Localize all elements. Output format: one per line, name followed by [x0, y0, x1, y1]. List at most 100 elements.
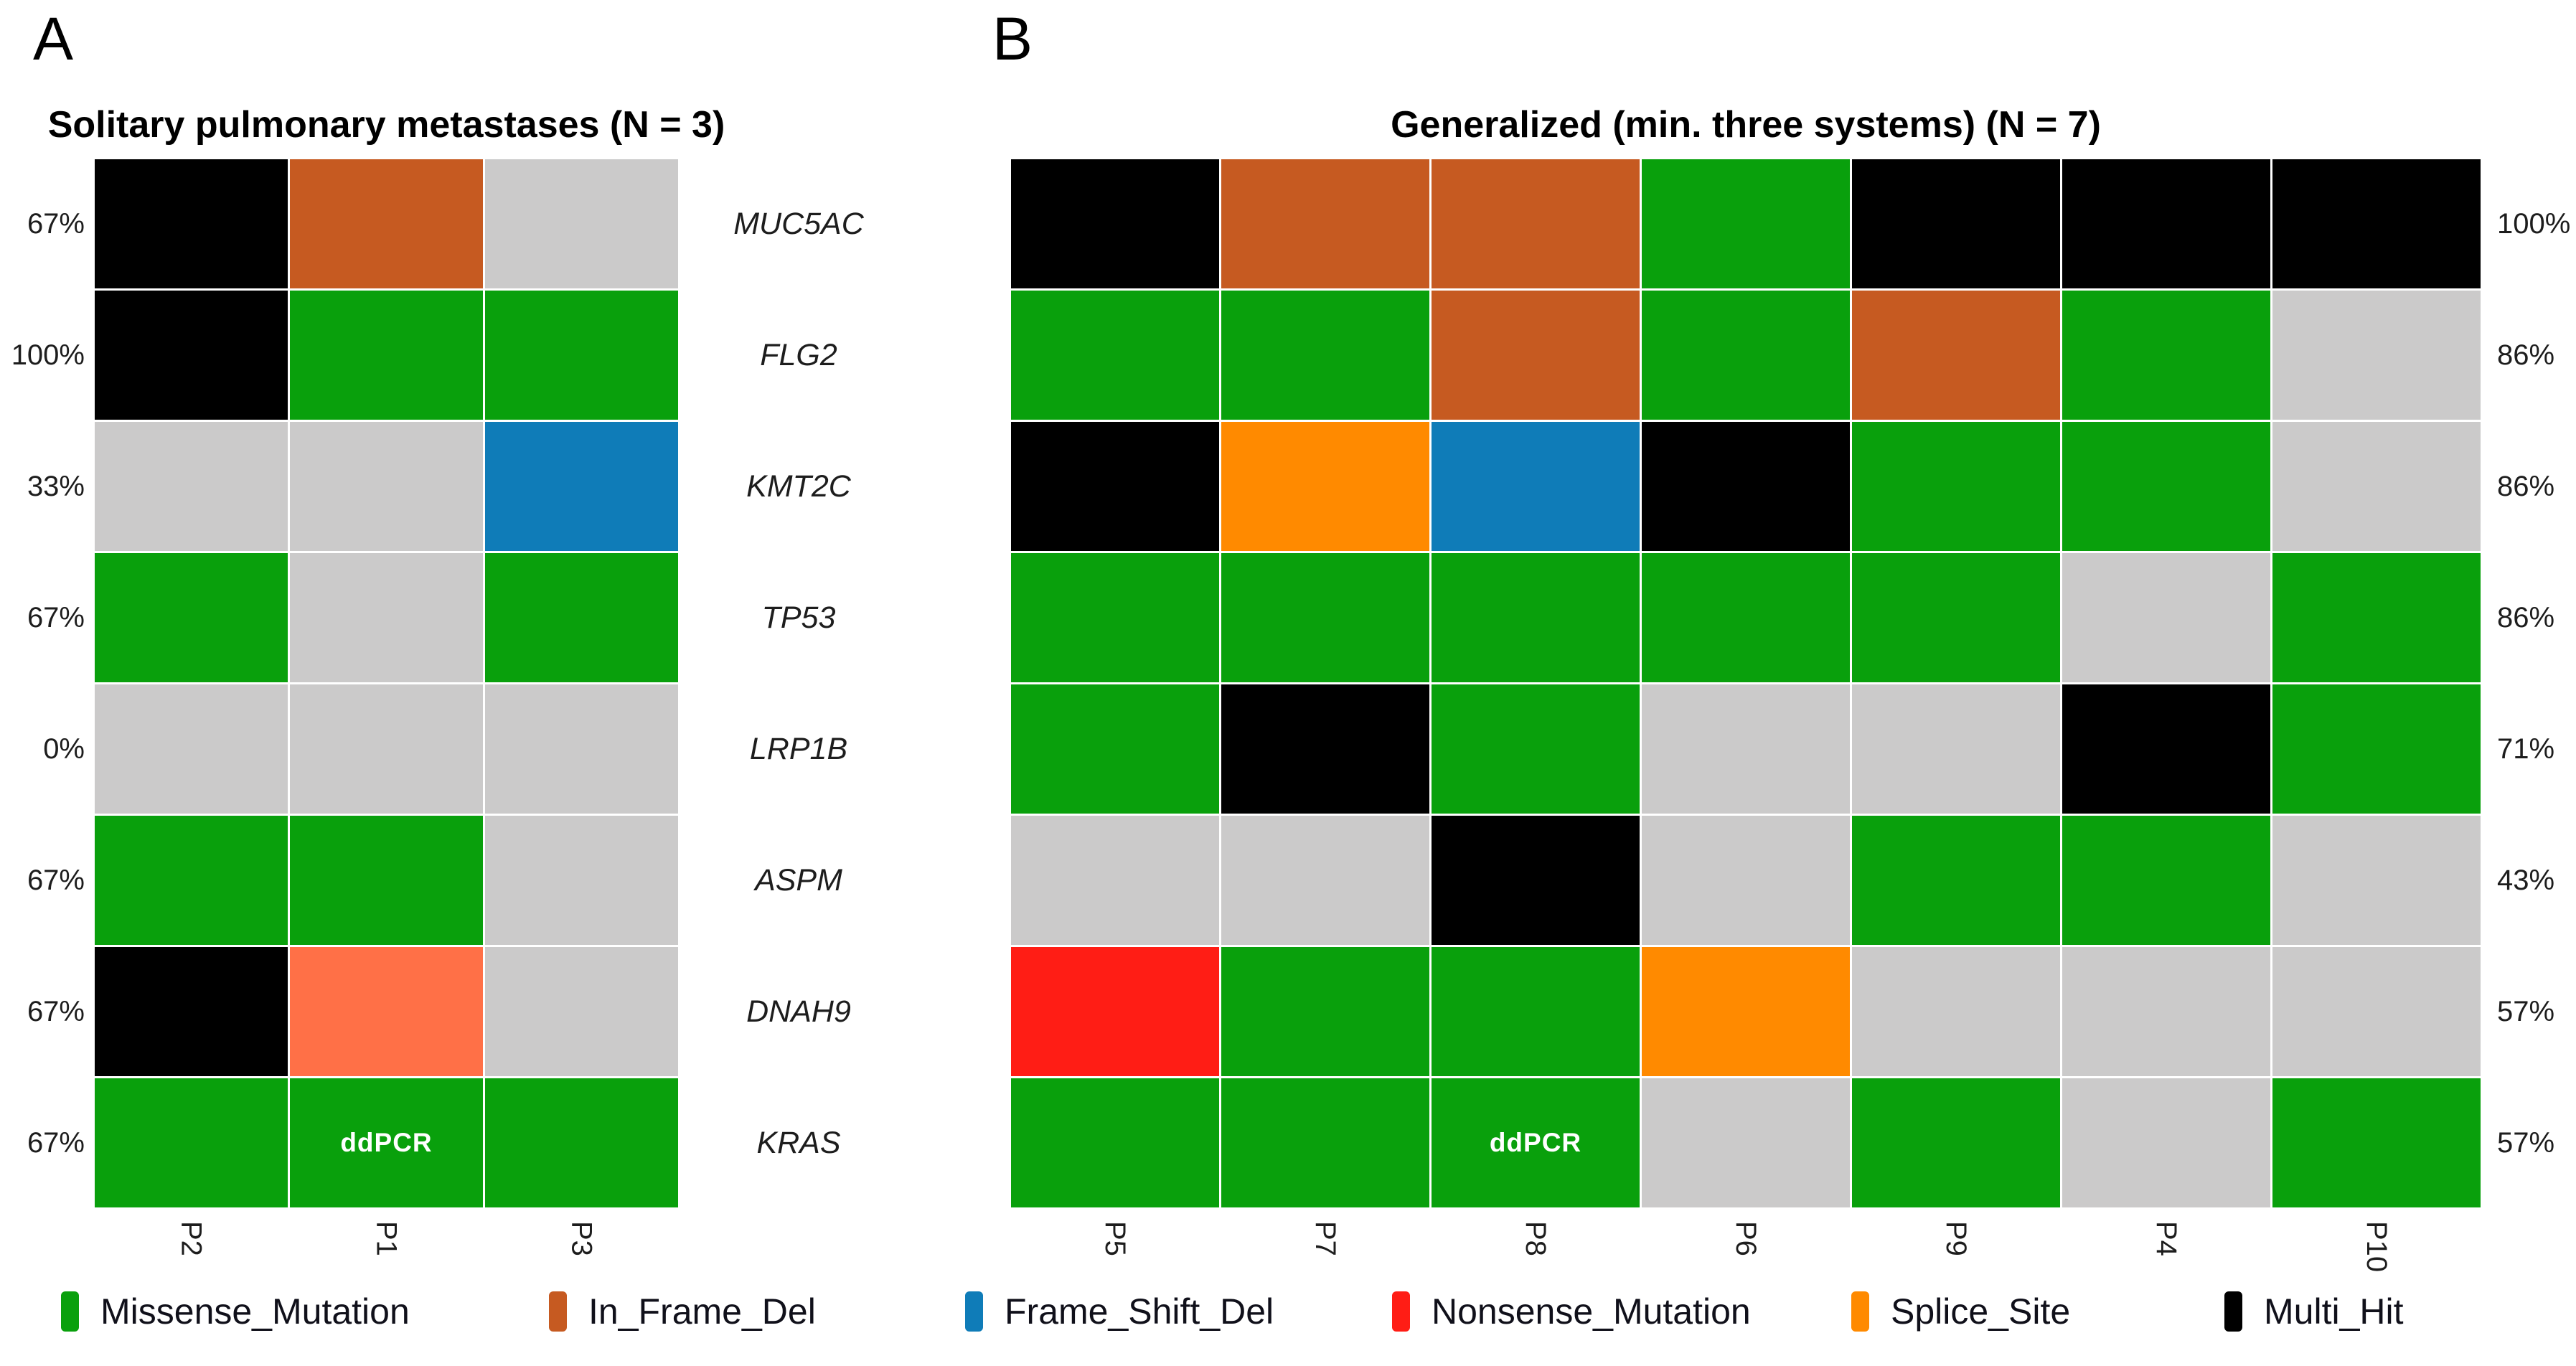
cell-DNAH9-P3	[485, 947, 678, 1076]
panel-label-a: A	[33, 5, 74, 72]
cell-FLG2-P6	[1642, 291, 1850, 420]
cell-DNAH9-P7	[1221, 947, 1429, 1076]
cell-TP53-P2	[95, 553, 288, 682]
cell-ASPM-P10	[2272, 816, 2481, 945]
cell-TP53-P1	[290, 553, 483, 682]
cell-MUC5AC-P2	[95, 159, 288, 288]
cell-KRAS-P5	[1011, 1078, 1219, 1207]
gene-label-LRP1B: LRP1B	[749, 731, 848, 766]
row-percentage-b-DNAH9: 57%	[2497, 996, 2555, 1027]
gene-label-MUC5AC: MUC5AC	[733, 206, 864, 241]
cell-LRP1B-P9	[1852, 684, 2060, 814]
cell-KMT2C-P9	[1852, 422, 2060, 551]
cell-TP53-P6	[1642, 553, 1850, 682]
cell-KRAS-P7	[1221, 1078, 1429, 1207]
panel-a-heatmap: ddPCR	[95, 159, 678, 1207]
sample-label-P5: P5	[1099, 1221, 1131, 1256]
row-percentage-b-FLG2: 86%	[2497, 339, 2555, 371]
gene-label-KMT2C: KMT2C	[746, 468, 851, 504]
legend-item-frame_shift_del: Frame_Shift_Del	[965, 1283, 1274, 1340]
row-percentage-a-TP53: 67%	[27, 602, 85, 633]
ddpcr-annotation: ddPCR	[340, 1128, 433, 1157]
cell-ASPM-P4	[2062, 816, 2270, 945]
cell-KMT2C-P1	[290, 422, 483, 551]
cell-KMT2C-P10	[2272, 422, 2481, 551]
cell-FLG2-P10	[2272, 291, 2481, 420]
cell-KRAS-P6	[1642, 1078, 1850, 1207]
cell-ASPM-P3	[485, 816, 678, 945]
cell-KMT2C-P6	[1642, 422, 1850, 551]
cell-DNAH9-P10	[2272, 947, 2481, 1076]
cell-KRAS-P2	[95, 1078, 288, 1207]
cell-ASPM-P9	[1852, 816, 2060, 945]
cell-LRP1B-P7	[1221, 684, 1429, 814]
cell-DNAH9-P4	[2062, 947, 2270, 1076]
cell-TP53-P4	[2062, 553, 2270, 682]
cell-MUC5AC-P4	[2062, 159, 2270, 288]
gene-label-DNAH9: DNAH9	[746, 994, 851, 1029]
legend-item-nonsense: Nonsense_Mutation	[1392, 1283, 1751, 1340]
row-percentage-b-KRAS: 57%	[2497, 1127, 2555, 1159]
cell-LRP1B-P2	[95, 684, 288, 814]
cell-LRP1B-P6	[1642, 684, 1850, 814]
panel-b-title: Generalized (min. three systems) (N = 7)	[1391, 104, 2101, 146]
cell-KMT2C-P2	[95, 422, 288, 551]
cell-ASPM-P7	[1221, 816, 1429, 945]
cell-ASPM-P1	[290, 816, 483, 945]
cell-TP53-P5	[1011, 553, 1219, 682]
sample-label-P8: P8	[1520, 1221, 1551, 1256]
cell-DNAH9-P9	[1852, 947, 2060, 1076]
cell-LRP1B-P1	[290, 684, 483, 814]
row-percentage-b-LRP1B: 71%	[2497, 733, 2555, 765]
cell-TP53-P7	[1221, 553, 1429, 682]
cell-LRP1B-P10	[2272, 684, 2481, 814]
row-percentage-a-KRAS: 67%	[27, 1127, 85, 1159]
cell-FLG2-P3	[485, 291, 678, 420]
cell-KMT2C-P7	[1221, 422, 1429, 551]
cell-TP53-P9	[1852, 553, 2060, 682]
legend-item-splice_site: Splice_Site	[1851, 1283, 2070, 1340]
panel-label-b: B	[992, 5, 1033, 72]
ddpcr-annotation: ddPCR	[1489, 1128, 1582, 1157]
cell-MUC5AC-P10	[2272, 159, 2481, 288]
in_frame_del-swatch-icon	[549, 1291, 567, 1332]
sample-label-P2: P2	[175, 1221, 207, 1256]
legend-label-splice_site: Splice_Site	[1891, 1291, 2071, 1332]
cell-MUC5AC-P8	[1432, 159, 1640, 288]
legend-label-frame_shift_del: Frame_Shift_Del	[1005, 1291, 1274, 1332]
cell-KMT2C-P5	[1011, 422, 1219, 551]
missense-swatch-icon	[61, 1291, 79, 1332]
multi_hit-swatch-icon	[2224, 1291, 2242, 1332]
cell-KRAS-P4	[2062, 1078, 2270, 1207]
cell-TP53-P3	[485, 553, 678, 682]
cell-FLG2-P7	[1221, 291, 1429, 420]
sample-label-P10: P10	[2361, 1221, 2392, 1273]
cell-KMT2C-P3	[485, 422, 678, 551]
gene-label-TP53: TP53	[761, 600, 836, 635]
legend-item-in_frame_del: In_Frame_Del	[549, 1283, 816, 1340]
nonsense-swatch-icon	[1392, 1291, 1410, 1332]
row-percentage-b-TP53: 86%	[2497, 602, 2555, 633]
cell-FLG2-P8	[1432, 291, 1640, 420]
cell-KRAS-P3	[485, 1078, 678, 1207]
cell-MUC5AC-P7	[1221, 159, 1429, 288]
cell-MUC5AC-P1	[290, 159, 483, 288]
legend-label-missense: Missense_Mutation	[100, 1291, 410, 1332]
cell-LRP1B-P4	[2062, 684, 2270, 814]
row-percentage-b-MUC5AC: 100%	[2497, 208, 2571, 240]
splice_site-swatch-icon	[1851, 1291, 1869, 1332]
cell-ASPM-P5	[1011, 816, 1219, 945]
row-percentage-a-DNAH9: 67%	[27, 996, 85, 1027]
row-percentage-a-MUC5AC: 67%	[27, 208, 85, 240]
row-percentage-a-ASPM: 67%	[27, 865, 85, 896]
legend-label-nonsense: Nonsense_Mutation	[1432, 1291, 1751, 1332]
row-percentage-b-KMT2C: 86%	[2497, 471, 2555, 502]
legend-label-multi_hit: Multi_Hit	[2264, 1291, 2404, 1332]
cell-LRP1B-P5	[1011, 684, 1219, 814]
legend-item-missense: Missense_Mutation	[61, 1283, 410, 1340]
cell-KMT2C-P4	[2062, 422, 2270, 551]
cell-MUC5AC-P3	[485, 159, 678, 288]
cell-TP53-P10	[2272, 553, 2481, 682]
cell-MUC5AC-P5	[1011, 159, 1219, 288]
frame_shift_del-swatch-icon	[965, 1291, 983, 1332]
